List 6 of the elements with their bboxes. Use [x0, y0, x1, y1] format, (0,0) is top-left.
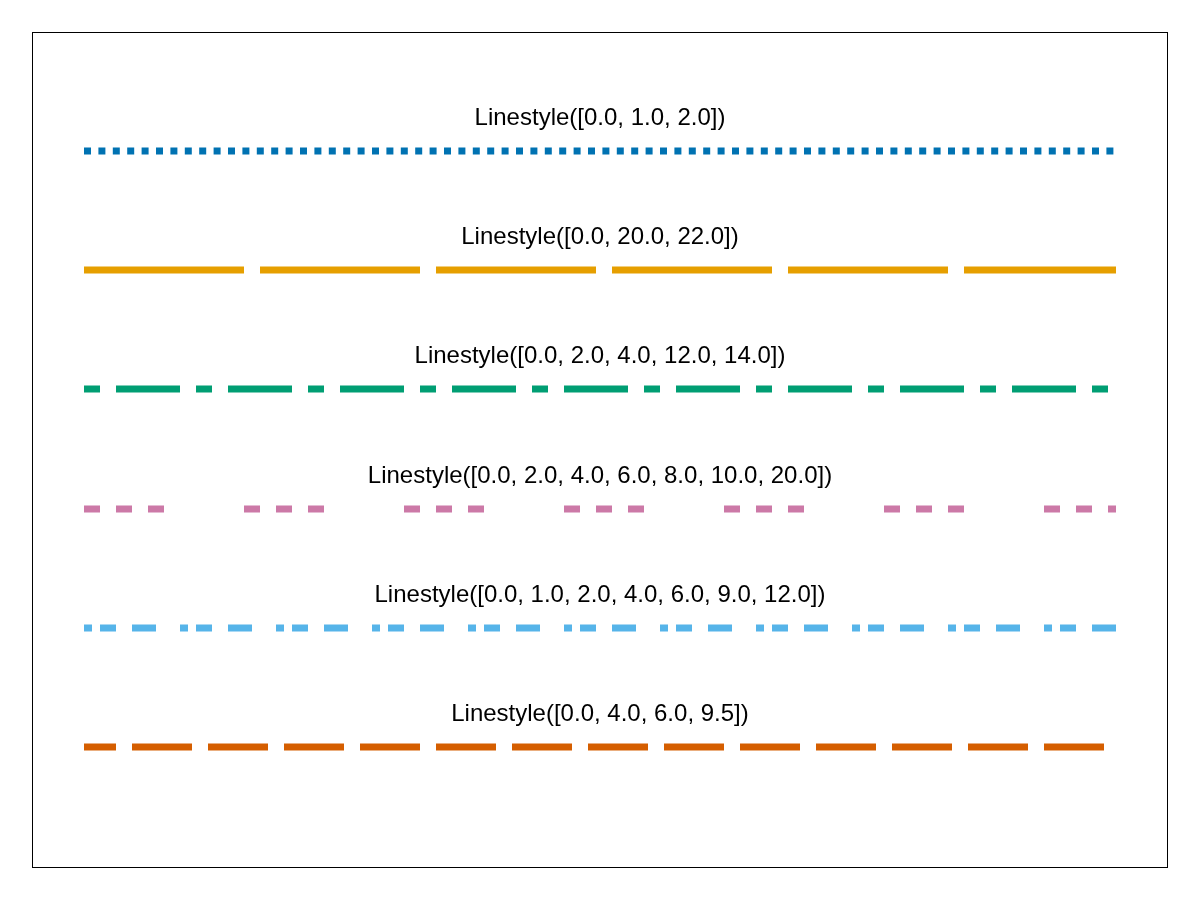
linestyle-label: Linestyle([0.0, 1.0, 2.0]): [474, 103, 726, 131]
linestyle-label: Linestyle([0.0, 2.0, 4.0, 12.0, 14.0]): [414, 341, 786, 369]
linestyle-label: Linestyle([0.0, 4.0, 6.0, 9.5]): [451, 699, 749, 727]
linestyle-label: Linestyle([0.0, 1.0, 2.0, 4.0, 6.0, 9.0, 12.0]): [374, 580, 826, 608]
linestyle-label: Linestyle([0.0, 2.0, 4.0, 6.0, 8.0, 10.0, 20.0]): [367, 461, 833, 489]
linestyle-label: Linestyle([0.0, 20.0, 22.0]): [461, 222, 739, 250]
